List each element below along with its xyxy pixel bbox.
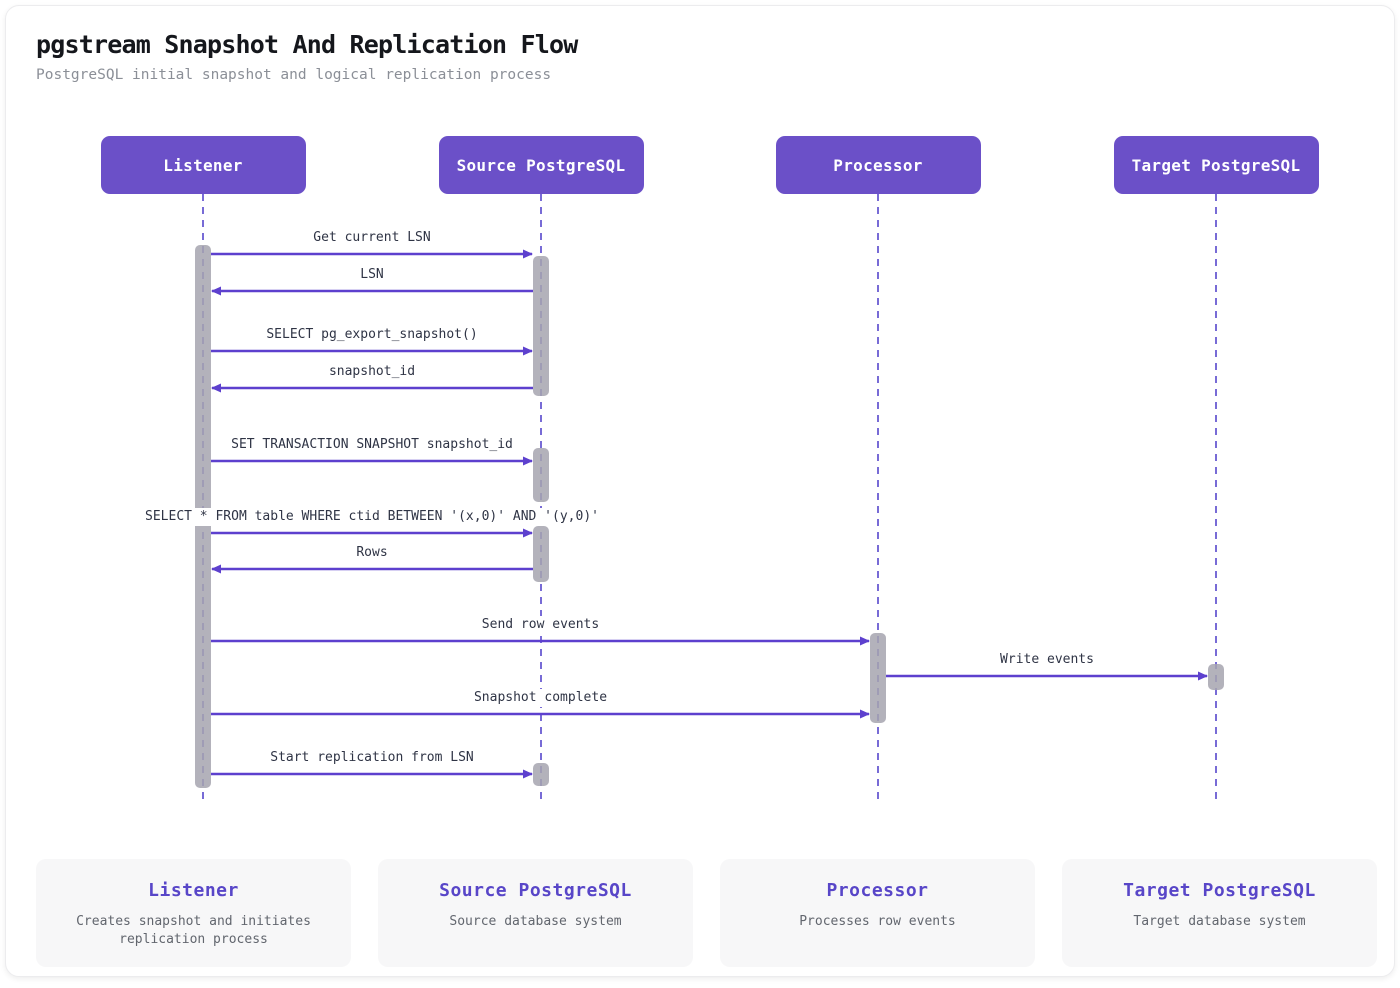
- message-label: Get current LSN: [307, 229, 437, 247]
- legend-card-description: Processes row events: [799, 914, 956, 929]
- actor-box-target: Target PostgreSQL: [1113, 136, 1319, 194]
- message-label: SELECT pg_export_snapshot(): [260, 326, 484, 344]
- activation-bar-processor: [870, 633, 886, 723]
- activation-bar-source: [533, 763, 549, 786]
- legend-card-title: Listener: [148, 880, 239, 901]
- activation-bar-target: [1208, 664, 1224, 690]
- message-label: Start replication from LSN: [264, 749, 480, 767]
- lifeline-processor: [877, 194, 879, 804]
- activation-bar-source: [533, 256, 549, 396]
- legend-card-title: Source PostgreSQL: [439, 880, 632, 901]
- lifeline-target: [1215, 194, 1217, 804]
- legend-card-processor: Processor Processes row events: [720, 859, 1035, 967]
- legend-card-source-postgresql: Source PostgreSQL Source database system: [378, 859, 693, 967]
- legend-card-description: Source database system: [449, 914, 622, 929]
- message-label: Rows: [350, 544, 394, 562]
- actor-box-listener: Listener: [100, 136, 306, 194]
- page-title: pgstream Snapshot And Replication Flow: [36, 30, 578, 59]
- page-subtitle: PostgreSQL initial snapshot and logical …: [36, 67, 552, 83]
- legend-card-description: Creates snapshot and initiates replicati…: [76, 914, 311, 947]
- message-label: Send row events: [475, 616, 606, 634]
- legend-card-listener: Listener Creates snapshot and initiates …: [36, 859, 351, 967]
- page-card: pgstream Snapshot And Replication Flow P…: [5, 5, 1395, 977]
- actor-label: Listener: [163, 155, 243, 175]
- message-label: Write events: [994, 651, 1100, 669]
- actor-label: Target PostgreSQL: [1131, 155, 1301, 175]
- message-label: LSN: [354, 266, 390, 284]
- legend-card-description: Target database system: [1133, 914, 1306, 929]
- message-label: SELECT * FROM table WHERE ctid BETWEEN '…: [139, 508, 605, 526]
- activation-bar-source: [533, 448, 549, 502]
- message-label: Snapshot complete: [467, 689, 614, 707]
- legend-card-title: Processor: [826, 880, 929, 901]
- activation-bar-source: [533, 526, 549, 582]
- actor-label: Source PostgreSQL: [456, 155, 626, 175]
- message-arrows-layer: [211, 249, 1208, 779]
- legend-card-title: Target PostgreSQL: [1123, 880, 1316, 901]
- actor-box-source: Source PostgreSQL: [438, 136, 644, 194]
- message-label: SET TRANSACTION SNAPSHOT snapshot_id: [225, 436, 519, 454]
- actor-box-processor: Processor: [775, 136, 981, 194]
- actor-label: Processor: [833, 155, 923, 175]
- legend-card-target-postgresql: Target PostgreSQL Target database system: [1062, 859, 1377, 967]
- message-label: snapshot_id: [322, 363, 422, 381]
